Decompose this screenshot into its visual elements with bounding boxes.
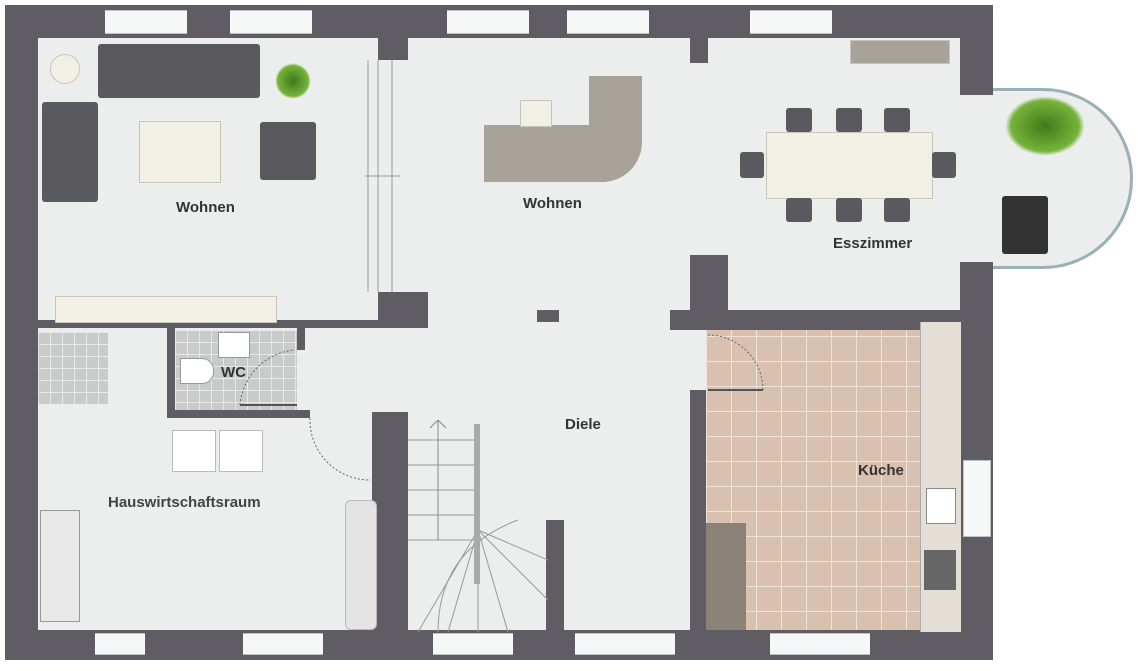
chair — [786, 108, 812, 132]
chair — [786, 198, 812, 222]
sofa — [42, 102, 98, 202]
wall-left — [5, 5, 38, 660]
shower-floor — [38, 332, 108, 404]
dryer — [219, 430, 263, 472]
kitchen-cabinet — [706, 523, 746, 630]
wall-kitchen — [670, 310, 962, 330]
toilet — [180, 358, 214, 384]
wall-stub — [690, 38, 708, 63]
window — [433, 633, 513, 655]
wall-wc — [167, 410, 310, 418]
chair — [836, 108, 862, 132]
desk-corner — [589, 76, 642, 182]
window — [575, 633, 675, 655]
shoe-rack — [40, 510, 80, 622]
chair — [932, 152, 956, 178]
window — [230, 10, 312, 34]
sink — [218, 332, 250, 358]
wall-right-top — [960, 5, 993, 95]
washing-machine — [172, 430, 216, 472]
wall-wc — [167, 328, 175, 418]
chair — [836, 198, 862, 222]
armchair — [260, 122, 316, 180]
window — [750, 10, 832, 34]
staircase — [408, 420, 548, 632]
sideboard — [55, 296, 277, 323]
bench — [345, 500, 377, 630]
stove — [924, 550, 956, 590]
wall-chimney — [690, 255, 728, 315]
room-label-wc: WC — [221, 364, 246, 381]
window — [963, 460, 991, 537]
shelf — [850, 40, 950, 64]
window — [243, 633, 323, 655]
plant-icon — [1005, 96, 1085, 156]
wall-wc — [297, 328, 305, 350]
chair — [884, 198, 910, 222]
desk — [484, 125, 589, 182]
window — [105, 10, 187, 34]
room-label-hauswirtschaftsraum: Hauswirtschaftsraum — [108, 494, 261, 511]
kitchen-sink — [926, 488, 956, 524]
wall-stairs — [372, 412, 408, 632]
room-label-wohnen-center: Wohnen — [523, 195, 582, 212]
window — [95, 633, 145, 655]
wall-living — [38, 320, 428, 328]
wall-stub — [378, 38, 408, 60]
armchair — [1002, 196, 1048, 254]
wall-stairs — [546, 520, 564, 632]
kitchen-floor — [706, 311, 962, 631]
sofa — [98, 44, 260, 98]
wall-kitchen — [690, 390, 706, 632]
side-table — [50, 54, 80, 84]
chair — [884, 108, 910, 132]
office-chair — [520, 100, 552, 127]
window — [447, 10, 529, 34]
window — [770, 633, 870, 655]
chair — [740, 152, 764, 178]
room-label-esszimmer: Esszimmer — [833, 235, 913, 252]
pillar — [537, 310, 559, 322]
room-label-wohnen: Wohnen — [176, 199, 235, 216]
coffee-table — [139, 121, 221, 183]
window — [567, 10, 649, 34]
plant-icon — [275, 63, 311, 99]
wall-pillar — [378, 292, 428, 328]
room-label-kueche: Küche — [858, 462, 904, 479]
room-label-diele: Diele — [565, 416, 601, 433]
